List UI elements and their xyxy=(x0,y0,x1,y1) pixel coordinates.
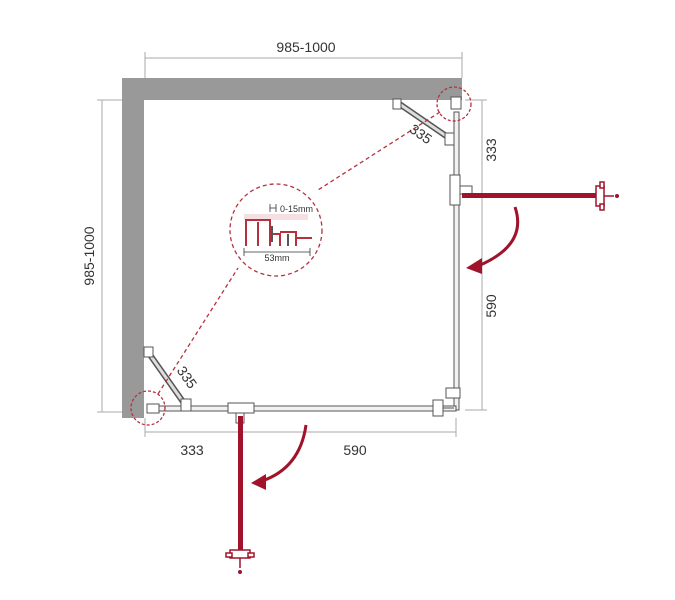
opening-arrow-bottom xyxy=(251,424,308,490)
door-handle-right xyxy=(449,174,473,206)
clamp-bottom-left xyxy=(146,403,160,414)
label-detail-profile: 53mm xyxy=(264,253,289,263)
label-bottom-left: 333 xyxy=(180,442,204,458)
detail-circle-top-right xyxy=(436,86,472,122)
leader-line-bottom xyxy=(157,267,239,395)
detail-circle-magnified xyxy=(229,183,323,277)
bottom-glass-panel xyxy=(151,405,457,412)
label-detail-gap: 0-15mm xyxy=(280,204,313,214)
label-bottom-right: 590 xyxy=(343,442,367,458)
label-right-top: 333 xyxy=(483,138,499,162)
door-bottom-open xyxy=(225,416,255,574)
label-top-width: 985-1000 xyxy=(276,39,335,55)
detail-profile-drawing xyxy=(243,204,312,256)
corner-fitting xyxy=(432,387,461,417)
clamp-top-right xyxy=(450,96,462,110)
wall-left xyxy=(122,78,144,418)
wall-top xyxy=(122,78,462,100)
label-right-bottom: 590 xyxy=(483,294,499,318)
label-left-height: 985-1000 xyxy=(81,226,97,285)
door-right-open xyxy=(462,181,619,211)
leader-line-top xyxy=(317,111,441,191)
right-glass-panel xyxy=(453,111,460,411)
label-hinge-bottom: 335 xyxy=(174,363,201,391)
detail-circle-bottom-left xyxy=(130,390,166,426)
opening-arrow-right xyxy=(466,206,520,274)
